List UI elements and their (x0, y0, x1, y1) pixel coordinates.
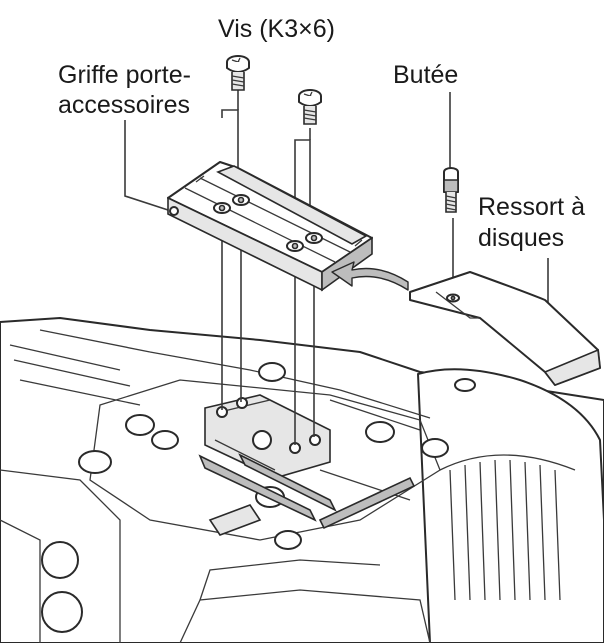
arrow-icon (331, 261, 409, 291)
label-screws: Vis (K3×6) (218, 15, 335, 43)
label-stopper: Butée (393, 61, 458, 89)
camera-body (0, 317, 604, 643)
label-shoe-line1: Griffe porte- (58, 61, 191, 89)
label-shoe-line2: accessoires (58, 91, 190, 119)
label-spring-line2: disques (478, 224, 564, 252)
screw-icon (226, 55, 250, 91)
stopper-icon (443, 167, 459, 213)
screw-icon (298, 89, 322, 125)
label-spring-line1: Ressort à (478, 193, 585, 221)
leaf-spring (409, 271, 601, 386)
accessory-shoe (167, 161, 373, 292)
